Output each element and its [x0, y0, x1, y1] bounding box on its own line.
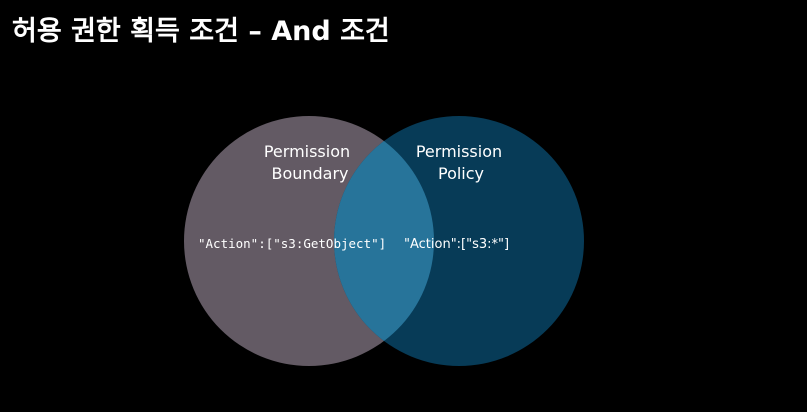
- permission-policy-label-line1: Permission: [416, 142, 502, 161]
- venn-overlap-region: [334, 116, 434, 366]
- permission-policy-label-line2: Policy: [438, 164, 484, 183]
- slide-title: 허용 권한 획득 조건 – And 조건: [12, 16, 390, 47]
- permission-boundary-label-line2: Boundary: [271, 164, 348, 183]
- policy-action-text: "Action":["s3:*"]: [404, 237, 509, 252]
- boundary-action-text: "Action":["s3:GetObject"]: [198, 236, 386, 251]
- permission-boundary-label-line1: Permission: [264, 142, 350, 161]
